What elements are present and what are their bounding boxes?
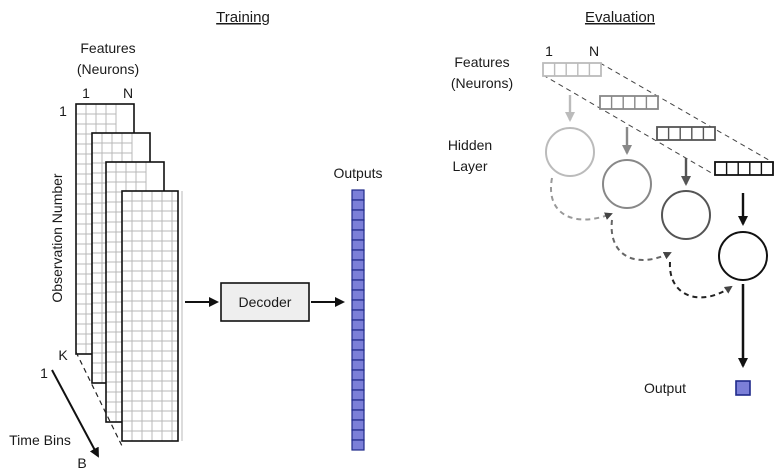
feature-vector-row	[599, 95, 659, 110]
time-bins-label: Time Bins	[9, 432, 71, 448]
feature-vector-row	[542, 62, 602, 77]
training-obs-start-label: 1	[59, 103, 67, 119]
output-cell	[351, 439, 365, 451]
recurrent-arrow-2	[610, 219, 672, 262]
output-cell	[351, 309, 365, 321]
output-cell	[351, 369, 365, 381]
recurrent-arrow-3	[668, 261, 733, 299]
training-obs-end-label: K	[58, 347, 68, 363]
recurrent-arrow-1	[549, 177, 613, 221]
evaluation-step	[656, 126, 716, 240]
output-cell	[351, 339, 365, 351]
output-cell	[351, 259, 365, 271]
output-cell	[351, 329, 365, 341]
evaluation-time-steps	[542, 62, 774, 281]
hidden-layer-label-line2: Layer	[452, 158, 487, 174]
training-feature-end-label: N	[123, 85, 133, 101]
evaluation-features-label-line2: (Neurons)	[451, 75, 513, 91]
output-cell	[351, 349, 365, 361]
output-cell	[351, 289, 365, 301]
output-cell	[351, 249, 365, 261]
time-bins-end-label: B	[77, 455, 86, 471]
hidden-unit-circle	[545, 127, 595, 177]
evaluation-output-box	[735, 380, 751, 396]
training-features-label-line2: (Neurons)	[77, 61, 139, 77]
output-cell	[351, 319, 365, 331]
output-cell	[351, 299, 365, 311]
output-cell	[351, 199, 365, 211]
training-features-label-line1: Features	[80, 40, 135, 56]
hidden-unit-circle	[602, 159, 652, 209]
output-cell	[351, 409, 365, 421]
output-cell	[351, 389, 365, 401]
evaluation-output-label: Output	[644, 380, 686, 396]
output-cell	[351, 419, 365, 431]
training-title: Training	[216, 9, 270, 26]
outputs-label: Outputs	[333, 165, 382, 181]
output-cell	[351, 359, 365, 371]
time-bins-start-label: 1	[40, 365, 48, 381]
evaluation-feature-end-label: N	[589, 43, 599, 59]
output-cell	[351, 399, 365, 411]
decoder-label: Decoder	[239, 294, 292, 310]
evaluation-step	[714, 161, 774, 281]
observation-number-axis-label: Observation Number	[49, 173, 65, 303]
outputs-column	[351, 189, 365, 451]
evaluation-title: Evaluation	[585, 9, 655, 26]
output-cell	[351, 219, 365, 231]
training-data-stack	[75, 103, 183, 442]
evaluation-features-label-line1: Features	[454, 54, 509, 70]
output-cell	[351, 209, 365, 221]
decoder-box	[220, 282, 310, 322]
output-cell	[351, 379, 365, 391]
output-cell	[351, 239, 365, 251]
observation-grid-slab	[121, 190, 183, 442]
time-bins-arrow	[51, 369, 99, 458]
output-cell	[351, 229, 365, 241]
feature-row-guide-line-top	[599, 62, 774, 164]
evaluation-feature-start-label: 1	[545, 43, 553, 59]
output-cell	[351, 429, 365, 441]
output-cell	[351, 269, 365, 281]
output-cell	[351, 279, 365, 291]
training-feature-start-label: 1	[82, 85, 90, 101]
feature-vector-row	[714, 161, 774, 176]
feature-vector-row	[656, 126, 716, 141]
hidden-unit-circle	[718, 231, 768, 281]
output-cell	[351, 189, 365, 201]
hidden-layer-label-line1: Hidden	[448, 137, 492, 153]
evaluation-step	[542, 62, 602, 177]
evaluation-step	[599, 95, 659, 209]
hidden-unit-circle	[661, 190, 711, 240]
